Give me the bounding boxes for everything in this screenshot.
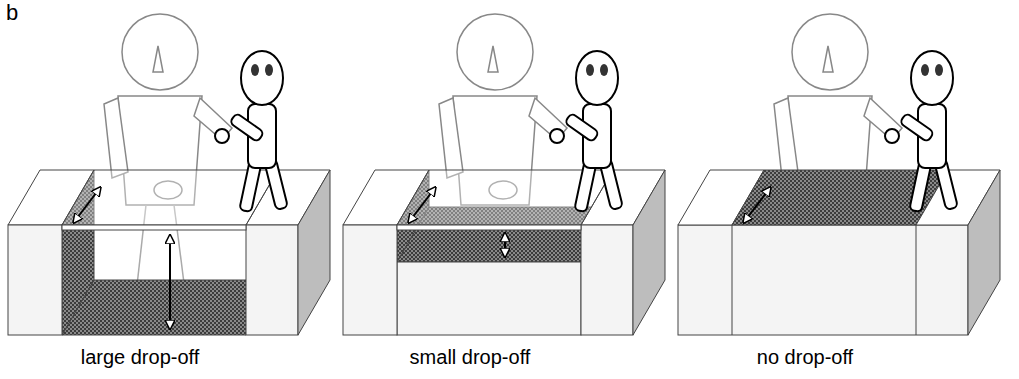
panel-caption: large drop-off	[0, 346, 290, 369]
block-front	[343, 225, 397, 335]
block-front	[246, 225, 298, 335]
box-front	[678, 225, 968, 335]
block-side	[968, 170, 1000, 335]
block-side	[633, 170, 665, 335]
height-arrow	[169, 236, 171, 328]
no-dropoff-panel	[678, 14, 1000, 335]
block-seam	[732, 225, 733, 335]
glass-edge	[397, 225, 581, 230]
block-front	[8, 225, 62, 335]
panel-letter: b	[6, 0, 46, 26]
block-front	[581, 225, 633, 335]
depth-arrow	[744, 188, 770, 222]
large-dropoff-panel	[215, 51, 288, 212]
block-seam	[916, 225, 917, 335]
panel-caption: small drop-off	[320, 346, 620, 369]
no-dropoff-panel	[885, 51, 958, 212]
glass-edge	[62, 225, 246, 230]
small-dropoff-panel	[550, 51, 623, 212]
small-dropoff-panel	[343, 14, 665, 335]
filler-front	[397, 262, 581, 335]
depth-arrow	[409, 188, 435, 222]
depth-arrow	[74, 188, 100, 222]
large-dropoff-panel	[8, 14, 330, 335]
height-arrow	[504, 234, 506, 256]
panel-caption: no drop-off	[655, 346, 955, 369]
block-side	[298, 170, 330, 335]
